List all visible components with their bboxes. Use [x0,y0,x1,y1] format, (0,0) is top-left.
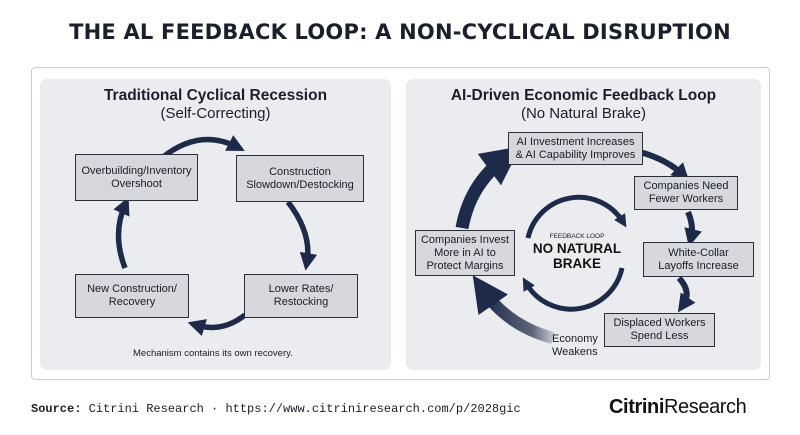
economy-weakens-label: Economy Weakens [552,333,598,358]
brand-logo-part1: Citrini [609,396,664,418]
feedback-loop-label: FEEDBACK LOOP [549,233,605,240]
center-arrow-bottom [522,267,625,312]
node-layoffs-label: White-Collar Layoffs Increase [658,246,739,272]
brand-logo: CitriniResearch [609,396,747,419]
left-panel: Traditional Cyclical Recession (Self-Cor… [40,79,391,370]
node-fewer-workers-label: Companies Need Fewer Workers [643,180,729,205]
center-arrow-top [525,194,627,239]
left-caption: Mechanism contains its own recovery. [133,348,293,359]
brand-logo-part2: Research [663,396,747,418]
right-arrow-3 [676,275,696,313]
node-ai-investment: AI Investment Increases & AI Capability … [508,132,643,165]
node-construction-slowdown: Construction Slowdown/Destocking [236,155,364,202]
source-label: Source: [31,402,82,416]
right-arrow-1 [639,149,690,182]
left-arrow-right [285,200,318,271]
node-ai-investment-label: AI Investment Increases & AI Capability … [515,135,636,161]
right-panel-title: AI-Driven Economic Feedback Loop [450,87,717,104]
right-arrow-2 [684,210,702,247]
node-new-construction-label: New Construction/ Recovery [87,283,177,308]
node-layoffs: White-Collar Layoffs Increase [643,242,754,277]
left-panel-subtitle: (Self-Correcting) [160,105,271,122]
main-title: THE AL FEEDBACK LOOP: A NON-CYCLICAL DIS… [69,20,731,44]
no-natural-brake-label: NO NATURAL BRAKE [532,241,622,271]
node-overbuilding-label: Overbuilding/Inventory Overshoot [81,164,192,190]
left-arrow-bottom [187,312,247,336]
right-panel-subtitle: (No Natural Brake) [520,105,647,122]
node-companies-invest: Companies Invest More in AI to Protect M… [415,230,515,276]
left-panel-title: Traditional Cyclical Recession [103,87,328,104]
left-arrow-left [113,196,130,269]
node-construction-slowdown-label: Construction Slowdown/Destocking [246,165,354,191]
node-fewer-workers: Companies Need Fewer Workers [634,176,738,210]
node-displaced-workers-label: Displaced Workers Spend Less [613,317,706,342]
node-displaced-workers: Displaced Workers Spend Less [604,313,715,347]
node-lower-rates: Lower Rates/ Restocking [244,274,358,318]
source-text: Citrini Research · https://www.citrinire… [81,402,521,416]
right-arrow-invest [455,146,521,230]
node-overbuilding: Overbuilding/Inventory Overshoot [75,154,198,201]
source-line: Source: Citrini Research · https://www.c… [31,402,521,416]
right-arrow-economy [472,275,555,344]
node-new-construction: New Construction/ Recovery [75,274,189,318]
left-arrow-top [161,135,245,160]
node-companies-invest-label: Companies Invest More in AI to Protect M… [420,233,510,272]
node-lower-rates-label: Lower Rates/ Restocking [268,283,334,308]
